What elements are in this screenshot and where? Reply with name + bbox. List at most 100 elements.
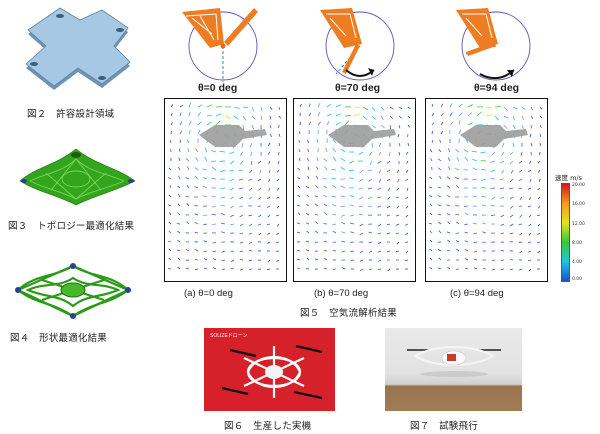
flow-vector — [178, 157, 181, 162]
flow-vector — [431, 139, 434, 144]
flow-vector — [440, 130, 444, 135]
flow-vector — [494, 115, 500, 121]
flow-vector — [539, 106, 543, 110]
shape-result-model — [15, 263, 131, 319]
flow-vector — [430, 158, 433, 162]
flow-vector — [297, 267, 301, 270]
flow-vector — [537, 160, 541, 164]
flow-vector — [518, 223, 523, 225]
flow-vector — [537, 187, 541, 191]
flow-vector — [407, 106, 411, 110]
flow-vector — [395, 196, 400, 199]
flow-vector — [315, 185, 319, 189]
flow-vector — [440, 112, 444, 117]
flow-vector — [267, 205, 271, 208]
flow-vector — [308, 121, 312, 126]
flow-vector — [177, 257, 181, 261]
flow-vector — [278, 115, 282, 119]
flow-vector — [179, 139, 182, 144]
flow-vector — [353, 106, 361, 108]
flow-vector — [510, 169, 514, 174]
flow-vector — [380, 115, 384, 121]
flow-vector — [491, 259, 496, 262]
flow-vector — [229, 151, 235, 155]
flow-vector — [472, 178, 478, 181]
flow-vector — [530, 124, 532, 129]
flow-vector — [220, 222, 226, 225]
flow-vector — [491, 268, 496, 271]
flow-vector — [358, 178, 364, 182]
legend-tick-4: 4.00 — [572, 260, 583, 265]
flow-vector — [490, 178, 496, 180]
flow-vector — [194, 231, 199, 234]
flow-vector — [359, 196, 364, 200]
flow-vector — [509, 187, 514, 190]
flow-vector — [229, 178, 235, 182]
flow-vector — [358, 205, 364, 208]
flow-vector — [529, 178, 532, 183]
flow-vector — [518, 187, 523, 190]
flow-vector — [316, 166, 319, 171]
flow-vector — [305, 186, 310, 189]
flow-vector — [298, 139, 301, 144]
flow-vector — [527, 259, 532, 261]
flow-vector — [307, 175, 310, 180]
flow-vector — [197, 104, 203, 108]
flow-vector — [168, 257, 172, 261]
flow-vector — [397, 178, 400, 183]
flow-vector — [251, 124, 255, 130]
flow-vector — [406, 187, 409, 191]
flow-vector — [359, 223, 364, 227]
flow-vector — [396, 187, 400, 191]
flow-vector — [316, 138, 319, 144]
flow-vector — [512, 106, 518, 110]
flow-vector — [203, 214, 208, 216]
flow-vector — [306, 157, 310, 162]
flow-vector — [528, 232, 532, 236]
flow-vector — [490, 160, 496, 163]
flow-vector — [220, 169, 226, 173]
flow-vector — [490, 187, 496, 189]
flow-vector — [251, 106, 255, 112]
flow-vector — [206, 121, 212, 126]
flow-vector — [260, 115, 263, 120]
flow-vector — [219, 150, 226, 153]
flow-vector — [177, 230, 181, 234]
flow-vector — [464, 240, 469, 243]
flow-vector — [249, 169, 253, 174]
flow-vector — [438, 249, 442, 252]
flow-vector — [178, 175, 181, 180]
flow-vector — [512, 124, 516, 130]
flow-vector — [332, 138, 337, 144]
flow-vector — [323, 267, 328, 270]
flow-vector — [521, 106, 526, 110]
flow-vector — [185, 158, 190, 162]
flow-vector — [267, 142, 271, 147]
flow-vector — [267, 232, 271, 235]
flow-vector — [349, 204, 355, 207]
flow-vector — [378, 169, 382, 174]
flow-vector — [307, 148, 310, 153]
flow-vector — [251, 115, 256, 120]
flow-vector — [248, 268, 253, 270]
flow-vector — [537, 196, 541, 200]
flow-vector — [490, 169, 496, 173]
flow-vector — [277, 160, 280, 164]
flow-vector — [482, 241, 487, 243]
flow-vector — [519, 268, 523, 271]
flow-vector — [527, 187, 532, 190]
flow-vector — [276, 214, 280, 217]
flow-vector — [178, 148, 181, 153]
flow-vector — [276, 259, 280, 262]
production-drone-photo: SOLIZEドローン — [204, 328, 335, 411]
flow-vector — [368, 178, 373, 182]
legend-tick-20: 20.00 — [572, 183, 585, 188]
flow-vector — [377, 250, 382, 253]
flying-drone — [407, 346, 501, 377]
flow-vector — [464, 249, 469, 252]
flow-vector — [257, 223, 262, 226]
flow-vector — [490, 204, 496, 207]
flow-vector — [464, 223, 469, 226]
flow-vector — [431, 130, 433, 135]
flow-vector — [362, 106, 369, 111]
